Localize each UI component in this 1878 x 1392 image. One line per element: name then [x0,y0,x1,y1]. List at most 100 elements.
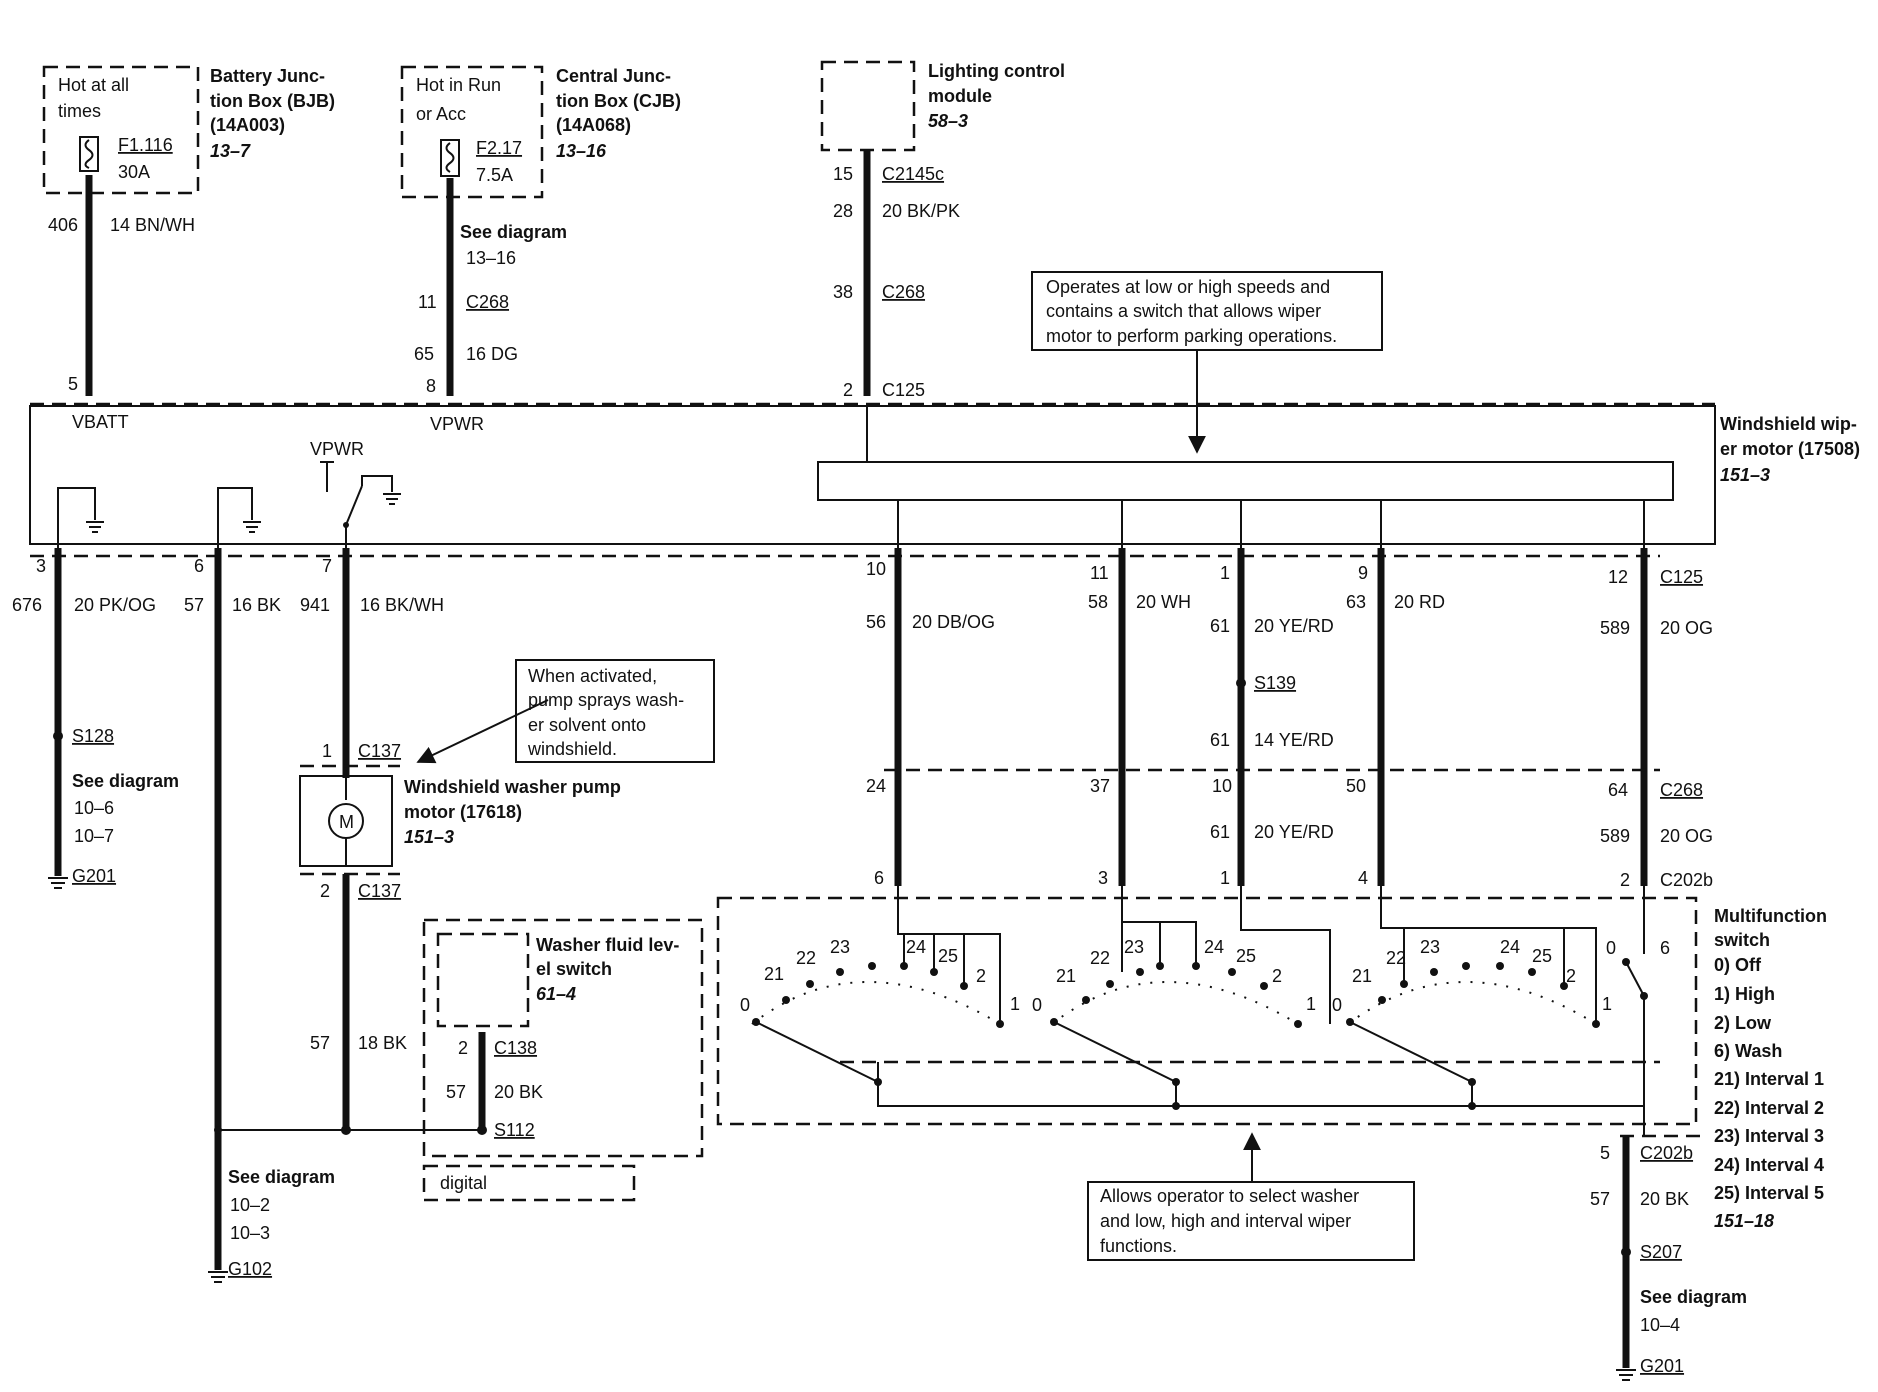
motor-callout: Operates at low or high speeds and conta… [1031,271,1383,454]
pump-callout-2: pump sprays wash- [528,690,684,710]
mfs-legend-2: 2) Low [1714,1013,1772,1033]
bjb-fuse-rating: 30A [118,162,150,182]
cjb-fuse-rating: 7.5A [476,165,513,185]
wire-676-gauge: 20 PK/OG [74,595,156,615]
windshield-wiper-motor: Windshield wip- er motor (17508) 151–3 V… [29,404,1860,555]
wire-941-pin: 7 [322,556,332,576]
s139-label: S139 [1254,673,1296,693]
deck2-pos-22: 22 [1090,948,1110,968]
lcm-c268-pin: 38 [833,282,853,302]
cjb-c268-label: C268 [466,292,509,312]
rw2-gauge: 20 WH [1136,592,1191,612]
deck2-pos-23: 23 [1124,937,1144,957]
deck2-pos-2: 2 [1272,966,1282,986]
wire-941-circuit: 941 [300,595,330,615]
rw4-c125-pin: 9 [1358,563,1368,583]
switch-deck-2: 0 21 22 23 24 25 2 1 [1032,886,1331,1083]
rw2-c202b-pin: 3 [1098,868,1108,888]
wire-941: 7 941 16 BK/WH [300,548,444,778]
rw1-c202b-pin: 6 [874,868,884,888]
lcm-c125-pin: 2 [843,380,853,400]
fluid-switch-gauge: 20 BK [494,1082,543,1102]
rw3-gauge2: 20 YE/RD [1254,822,1334,842]
deck2-pos-21: 21 [1056,966,1076,986]
mfs-callout-1: Allows operator to select washer [1100,1186,1359,1206]
wire-676-pin: 3 [36,556,46,576]
deck1-pos-22: 22 [796,948,816,968]
wiper-motor-ref: 151–3 [1720,465,1770,485]
g102-see: See diagram [228,1167,335,1187]
mfs-legend-0: 0) Off [1714,955,1762,975]
pump-wire-gauge: 18 BK [358,1033,407,1053]
rw2-c268-pin: 37 [1090,776,1110,796]
rw3-c268-pin: 10 [1212,776,1232,796]
rw2-circuit: 58 [1088,592,1108,612]
s128-label: S128 [72,726,114,746]
motor-callout-1: Operates at low or high speeds and [1046,277,1330,297]
cjb-title-1: Central Junc- [556,66,671,86]
rw4-gauge: 20 RD [1394,592,1445,612]
bjb-title-1: Battery Junc- [210,66,325,86]
wash-pos-6: 6 [1660,938,1670,958]
s128-see: See diagram [72,771,179,791]
vbatt-label: VBATT [72,412,129,432]
deck2-pos-24: 24 [1204,937,1224,957]
vpwr-label: VPWR [430,414,484,434]
lcm-wire: 15 C2145c 28 20 BK/PK 38 C268 2 C125 [833,150,960,400]
cjb-c268-pin: 11 [418,292,437,312]
multifunction-switch: Multifunction switch 0) Off 1) High 2) L… [716,886,1827,1231]
wire-57-gauge: 16 BK [232,595,281,615]
cjb-see-diagram: See diagram [460,222,567,242]
mfs-legend-5: 22) Interval 2 [1714,1098,1824,1118]
fluid-switch-ref: 61–4 [536,984,576,1004]
pump-pin-top: 1 [322,741,332,761]
mfs-legend-3: 6) Wash [1714,1041,1782,1061]
pump-callout-1: When activated, [528,666,657,686]
lcm-c125-label: C125 [882,380,925,400]
rw5-c125-label: C125 [1660,567,1703,587]
deck1-pos-24: 24 [906,937,926,957]
motor-callout-2: contains a switch that allows wiper [1046,301,1321,321]
pump-callout-3: er solvent onto [528,715,646,735]
br-gauge: 20 BK [1640,1189,1689,1209]
mfs-legend-6: 23) Interval 3 [1714,1126,1824,1146]
pump-c137-bottom: C137 [358,881,401,901]
rw5-c202b-pin: 2 [1620,870,1630,890]
pump-ref: 151–3 [404,827,454,847]
rw1-c268-pin: 24 [866,776,886,796]
br-circuit: 57 [1590,1189,1610,1209]
right-wires: 10 56 20 DB/OG 24 6 11 58 20 WH 37 3 1 6… [866,548,1713,890]
washer-pump-motor: 1 C137 M Windshield washer pump motor (1… [299,741,621,1135]
deck1-pos-25: 25 [938,946,958,966]
cjb-wire-circuit: 65 [414,344,434,364]
br-pin: 5 [1600,1143,1610,1163]
ground-icon [383,493,401,505]
rw1-c125-pin: 10 [866,559,886,579]
mfs-callout-3: functions. [1100,1236,1177,1256]
wire-676-circuit: 676 [12,595,42,615]
ground-icon [1616,1369,1636,1381]
wiper-vpwr-label: VPWR [310,439,364,459]
cjb-hot-line-1: Hot in Run [416,75,501,95]
rw5-gauge2: 20 OG [1660,826,1713,846]
deck3-pos-1: 1 [1602,994,1612,1014]
bjb-hot-line-1: Hot at all [58,75,129,95]
mfs-legend-7: 24) Interval 4 [1714,1155,1824,1175]
deck3-pos-21: 21 [1352,966,1372,986]
g201-left-label: G201 [72,866,116,886]
deck1-pos-2: 2 [976,966,986,986]
fluid-switch-c138: C138 [494,1038,537,1058]
br-c202b: C202b [1640,1143,1693,1163]
wire-676: 3 676 20 PK/OG S128 See diagram 10–6 10–… [12,548,179,889]
pump-pin-bottom: 2 [320,881,330,901]
deck3-pos-2: 2 [1566,966,1576,986]
fluid-switch-circuit: 57 [446,1082,466,1102]
wire-941-gauge: 16 BK/WH [360,595,444,615]
s139-gauge: 14 YE/RD [1254,730,1334,750]
mfs-title-2: switch [1714,930,1770,950]
mfs-legend-4: 21) Interval 1 [1714,1069,1824,1089]
wire-57-circuit: 57 [184,595,204,615]
deck2-pos-0: 0 [1032,995,1042,1015]
rw3-circuit2: 61 [1210,822,1230,842]
deck3-pos-0: 0 [1332,995,1342,1015]
